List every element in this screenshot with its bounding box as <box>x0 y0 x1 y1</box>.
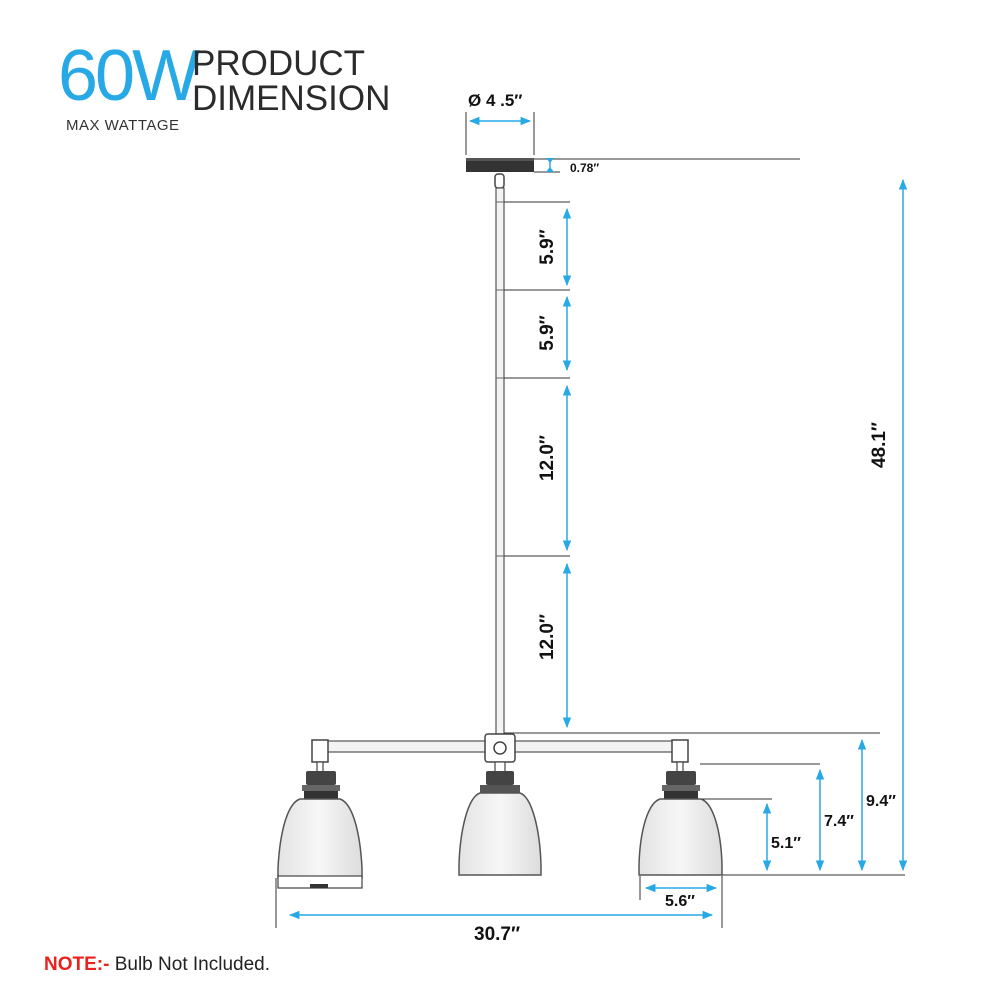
canopy-height-label: 0.78″ <box>570 161 599 175</box>
title-dimension: DIMENSION <box>192 79 391 118</box>
canopy-height-arrow-bottom <box>546 167 554 172</box>
note-text: Bulb Not Included. <box>114 954 270 975</box>
max-wattage-caption: MAX WATTAGE <box>66 117 180 134</box>
arm-to-bottom-label: 7.4″ <box>824 813 854 830</box>
canopy <box>466 158 534 172</box>
rod-2-label: 5.9″ <box>537 315 558 351</box>
rod-3-label: 12.0″ <box>537 435 558 481</box>
bulb-note: NOTE:- Bulb Not Included. <box>44 954 270 976</box>
overall-width-label: 30.7″ <box>474 924 520 945</box>
title-product: PRODUCT <box>192 44 366 83</box>
pendant-left <box>277 761 363 889</box>
canopy-height-arrow-top <box>546 158 554 163</box>
max-wattage-value: 60W <box>58 36 200 116</box>
note-label: NOTE:- <box>44 954 110 975</box>
fixture-height-label: 9.4″ <box>866 793 896 810</box>
shade-width-label: 5.6″ <box>665 893 695 910</box>
pendant-right <box>638 761 723 876</box>
horizontal-arm <box>311 733 689 763</box>
rod-1-label: 5.9″ <box>537 229 558 265</box>
pendant-middle <box>458 761 542 876</box>
shade-height-label: 5.1″ <box>771 835 801 852</box>
overall-height-label: 48.1″ <box>869 422 890 468</box>
downrod <box>494 173 505 735</box>
canopy-diameter-label: Ø 4 .5″ <box>468 91 522 110</box>
rod-4-label: 12.0″ <box>537 614 558 660</box>
